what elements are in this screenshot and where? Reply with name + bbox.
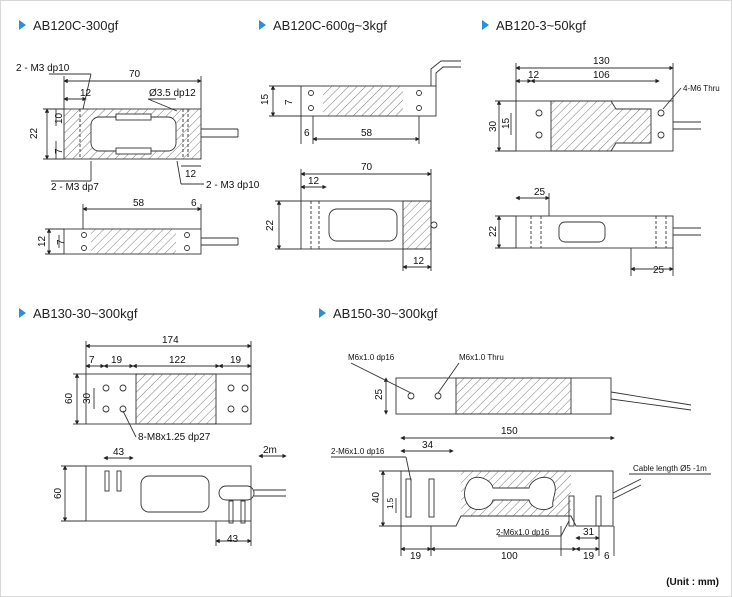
dim-label: 19 [111, 355, 123, 366]
dim-label: 15 [260, 93, 271, 105]
dim-label: 22 [488, 225, 499, 237]
dim-label: 2-M6x1.0 dp16 [496, 528, 550, 537]
dim-label: M6x1.0 dp16 [348, 353, 395, 362]
section-title-ab120c-600g: AB120C-600g~3kgf [259, 18, 387, 33]
dim-label: 8-M8x1.25 dp27 [138, 432, 211, 443]
bullet-triangle-icon [482, 20, 489, 30]
dim-label: 4-M6 Thru [683, 84, 720, 93]
dim-label: 30 [82, 392, 93, 404]
drawing-ab130 [61, 341, 287, 546]
dim-label: 7 [54, 148, 65, 154]
dim-label: 130 [593, 56, 610, 67]
dim-label: 70 [129, 69, 141, 80]
dim-label: 58 [133, 198, 145, 209]
dim-label: 12 [37, 235, 48, 247]
labels-ab120c-300gf: 2 - M3 dp10 70 12 Ø3.5 dp12 22 10 7 2 - … [16, 63, 260, 247]
dim-label: 1.5 [386, 497, 395, 509]
dim-label: 22 [265, 219, 276, 231]
dim-label: 25 [534, 187, 546, 198]
dim-label: 7 [56, 239, 67, 245]
dim-label: 6 [604, 551, 610, 562]
dim-label: 150 [501, 426, 518, 437]
dim-label: 2 - M3 dp10 [16, 63, 70, 74]
dim-label: 30 [488, 120, 499, 132]
dim-label: 12 [308, 176, 320, 187]
dim-label: Cable length Ø5 -1m [633, 464, 707, 473]
labels-ab120-3-50kgf: 130 12 106 4-M6 Thru 30 15 25 22 25 [488, 56, 720, 276]
dim-label: 15 [501, 117, 512, 129]
labels-ab130: 174 7 19 122 19 60 30 8-M8x1.25 dp27 43 … [53, 335, 277, 545]
dim-label: 10 [54, 112, 65, 124]
dim-label: M6x1.0 Thru [459, 353, 504, 362]
drawing-ab120-3-50kgf [495, 63, 701, 276]
drawing-ab120c-600g [269, 60, 461, 271]
bullet-triangle-icon [319, 308, 326, 318]
dim-label: 2-M6x1.0 dp16 [331, 447, 385, 456]
drawing-ab120c-300gf [43, 73, 239, 255]
dim-label: 19 [230, 355, 242, 366]
cutout-ab150 [464, 476, 556, 510]
dim-label: 43 [113, 447, 125, 458]
section-title-ab130: AB130-30~300kgf [19, 306, 137, 321]
bolt-holes-right [227, 384, 249, 413]
dim-label: 6 [304, 128, 310, 139]
bullet-triangle-icon [19, 308, 26, 318]
dim-label: 2 - M3 dp7 [51, 182, 99, 193]
labels-ab120c-600g: 15 7 6 58 70 12 22 12 [260, 93, 425, 267]
dim-label: 122 [169, 355, 186, 366]
bolt-holes-left [102, 384, 127, 413]
dim-label: 34 [422, 440, 434, 451]
labels-ab150: M6x1.0 dp16 M6x1.0 Thru 25 150 34 2-M6x1… [331, 353, 707, 562]
bullet-triangle-icon [19, 20, 26, 30]
dim-label: 19 [410, 551, 422, 562]
unit-note: (Unit : mm) [666, 577, 719, 588]
dim-label: 25 [374, 388, 385, 400]
dim-label: 7 [89, 355, 95, 366]
dim-label: 40 [371, 491, 382, 503]
section-title-ab120c-300gf: AB120C-300gf [19, 18, 118, 33]
dim-label: 12 [80, 88, 92, 99]
dim-label: 25 [653, 265, 665, 276]
dim-label: Ø3.5 dp12 [149, 88, 196, 99]
dim-label: 19 [583, 551, 595, 562]
section-title-ab150: AB150-30~300kgf [319, 306, 437, 321]
dim-label: 174 [162, 335, 179, 346]
dim-label: 60 [53, 487, 64, 499]
dim-label: 31 [583, 527, 595, 538]
dim-label: 12 [413, 256, 425, 267]
drawing-ab150 [331, 362, 711, 556]
dim-label: 2 - M3 dp10 [206, 180, 260, 191]
section-title-ab120-3-50kgf: AB120-3~50kgf [482, 18, 586, 33]
dim-label: 7 [284, 99, 295, 105]
dim-label: 70 [361, 162, 373, 173]
dim-label: 58 [361, 128, 373, 139]
dim-label: 100 [501, 551, 518, 562]
dim-label: 12 [185, 169, 197, 180]
dim-label: 6 [191, 198, 197, 209]
dim-label: 106 [593, 70, 610, 81]
bullet-triangle-icon [259, 20, 266, 30]
dim-label: 2m [263, 445, 277, 456]
dim-label: 43 [227, 534, 239, 545]
dim-label: 12 [528, 70, 540, 81]
dim-label: 22 [29, 127, 40, 139]
dim-label: 60 [64, 392, 75, 404]
